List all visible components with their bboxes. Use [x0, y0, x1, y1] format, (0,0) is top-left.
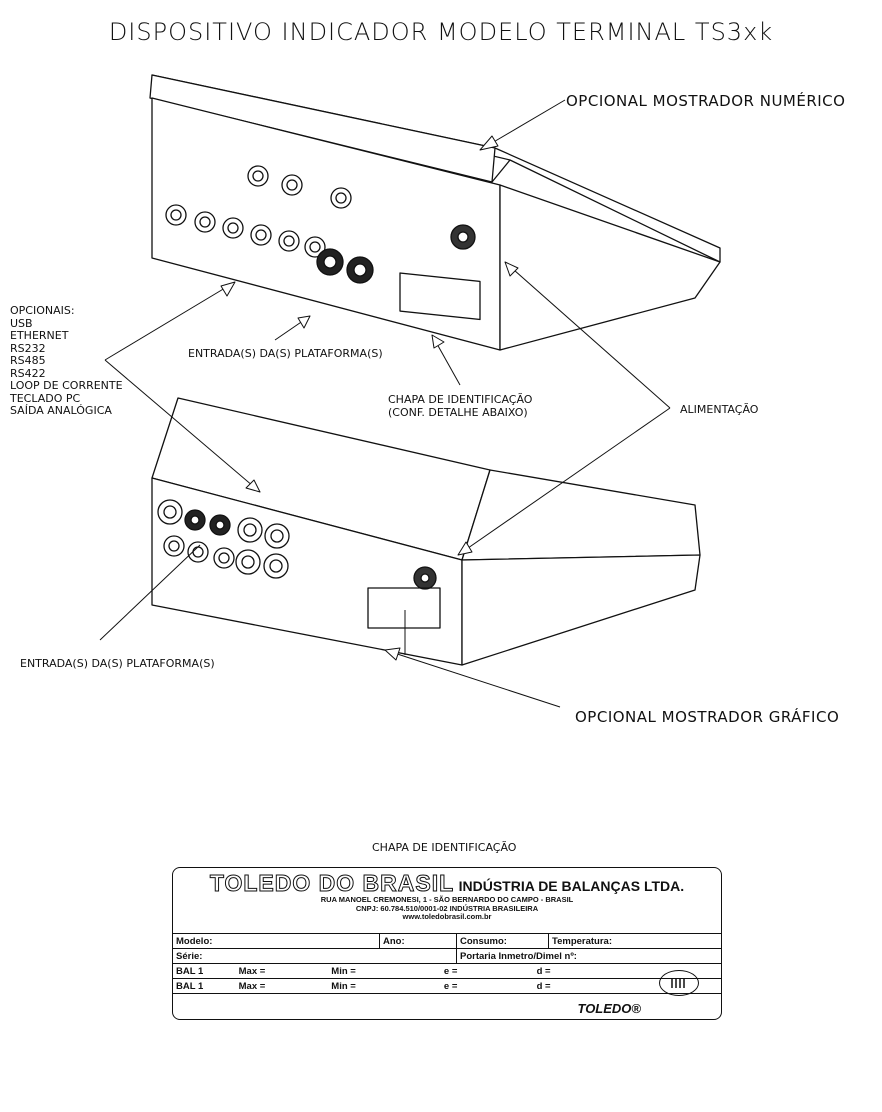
plate-bal-1: BAL 1: [176, 965, 204, 977]
plate-max-2: Max =: [238, 980, 266, 992]
identification-plate: TOLEDO DO BRASIL INDÚSTRIA DE BALANÇAS L…: [172, 867, 722, 1020]
label-power-supply: ALIMENTAÇÃO: [680, 403, 759, 416]
plate-cnpj: CNPJ: 60.784.510/0001-02 INDÚSTRIA BRASI…: [355, 903, 539, 913]
optional-item: LOOP DE CORRENTE: [10, 379, 123, 392]
label-id-plate-callout: CHAPA DE IDENTIFICAÇÃO (CONF. DETALHE AB…: [388, 393, 533, 419]
terminal-drawing: [99, 74, 721, 708]
label-optional-numeric-display: OPCIONAL MOSTRADOR NUMÉRICO: [566, 92, 846, 110]
optional-item: ETHERNET: [10, 329, 69, 342]
optional-item: RS485: [10, 354, 46, 367]
plate-brand: TOLEDO DO BRASIL: [209, 870, 455, 896]
bottom-enclosure: [151, 397, 701, 666]
optional-item: RS422: [10, 366, 46, 380]
plate-max-1: Max =: [238, 965, 266, 977]
plate-caption: CHAPA DE IDENTIFICAÇÃO: [372, 841, 517, 854]
optionals-list: OPCIONAIS: USB ETHERNET RS232 RS485 RS42…: [10, 304, 123, 418]
optionals-heading: OPCIONAIS:: [10, 304, 75, 317]
plate-modelo: Modelo:: [173, 933, 380, 949]
toledo-logo-icon: [659, 970, 699, 996]
plate-min-2: Min =: [331, 980, 356, 992]
plate-d-1: d =: [536, 965, 551, 977]
top-enclosure: [149, 74, 721, 351]
plate-bal-2: BAL 1: [176, 980, 204, 992]
label-platform-inputs-top: ENTRADA(S) DA(S) PLATAFORMA(S): [188, 347, 383, 360]
plate-address: RUA MANOEL CREMONESI, 1 - SÃO BERNARDO D…: [320, 895, 574, 904]
plate-consumo: Consumo:: [456, 933, 549, 949]
plate-table: Modelo: Ano: Consumo: Temperatura: Série…: [173, 933, 721, 1012]
leader-lines: [99, 99, 671, 708]
plate-temperatura: Temperatura:: [548, 933, 721, 949]
optional-item: RS232: [10, 341, 46, 355]
plate-portaria: Portaria Inmetro/Dimel nº:: [456, 948, 721, 964]
plate-ano: Ano:: [379, 933, 457, 949]
plate-e-1: e =: [443, 965, 458, 977]
page-title: DISPOSITIVO INDICADOR MODELO TERMINAL TS…: [108, 18, 774, 46]
plate-serie: Série:: [173, 948, 457, 964]
plate-brand-sub: INDÚSTRIA DE BALANÇAS LTDA.: [458, 878, 685, 894]
plate-d-2: d =: [536, 980, 551, 992]
plate-web: www.toledobrasil.com.br: [402, 912, 492, 921]
label-optional-graphic-display: OPCIONAL MOSTRADOR GRÁFICO: [575, 708, 840, 726]
top-cable-glands: [165, 165, 481, 321]
optional-item: USB: [10, 316, 33, 330]
optional-item: SAÍDA ANALÓGICA: [10, 404, 112, 417]
plate-footer-brand: TOLEDO®: [577, 1001, 641, 1016]
bottom-cable-glands: [157, 499, 441, 629]
plate-e-2: e =: [443, 980, 458, 992]
label-platform-inputs-bottom: ENTRADA(S) DA(S) PLATAFORMA(S): [20, 657, 215, 670]
optional-item: TECLADO PC: [10, 391, 81, 405]
plate-min-1: Min =: [331, 965, 356, 977]
